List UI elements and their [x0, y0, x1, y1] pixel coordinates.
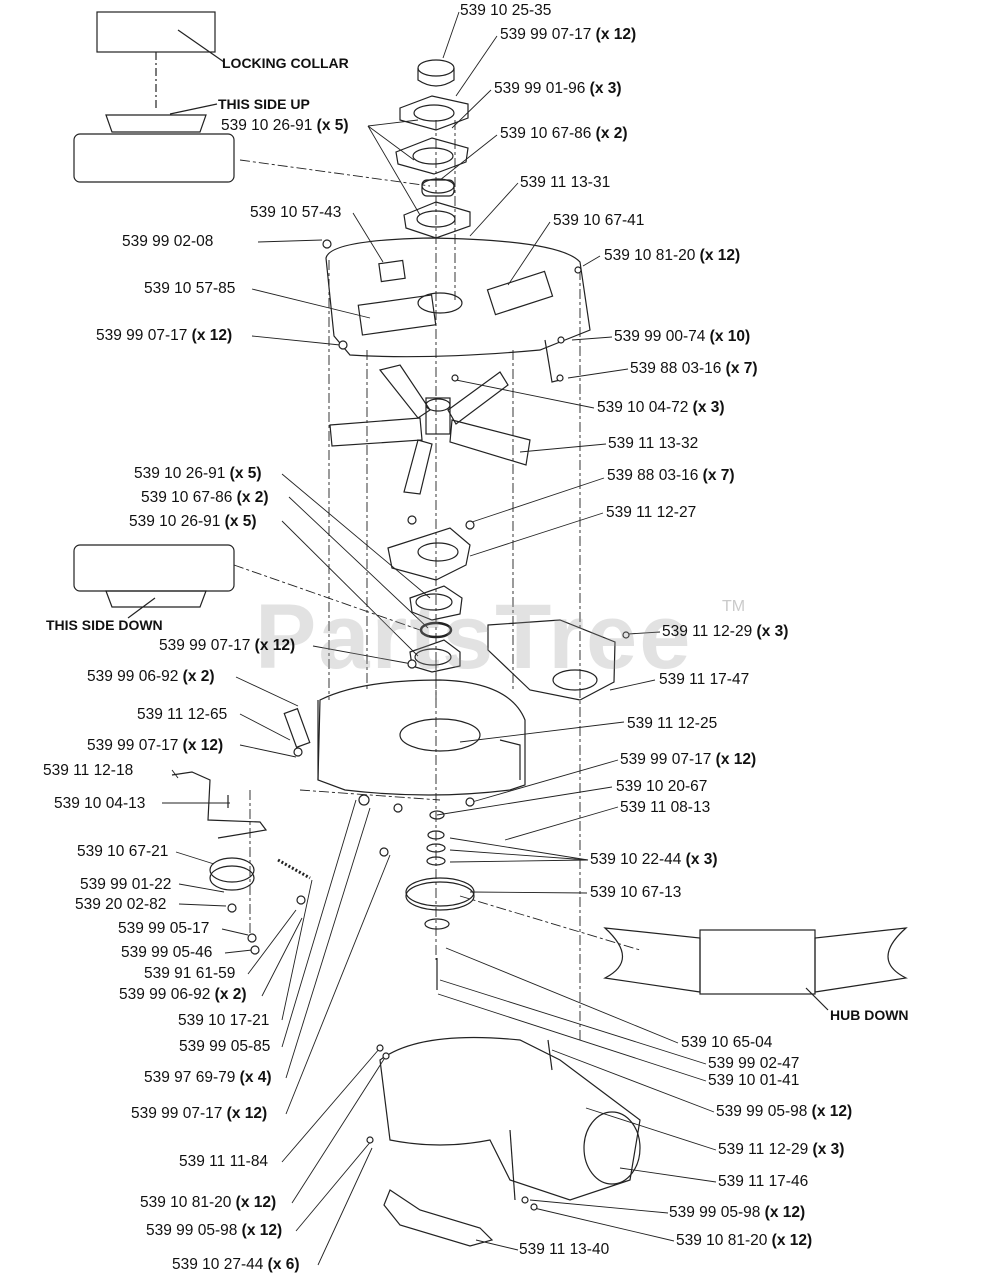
- callout-label[interactable]: 539 99 06-92 (x 2): [119, 986, 247, 1003]
- callout-label[interactable]: 539 20 02-82: [75, 896, 167, 913]
- callout-label[interactable]: 539 99 00-74 (x 10): [614, 328, 751, 345]
- alignment-lines: [233, 120, 641, 1040]
- callout-label[interactable]: 539 10 67-41: [553, 212, 645, 229]
- callout-label[interactable]: 539 11 12-27: [606, 504, 697, 521]
- callout-label[interactable]: 539 10 57-85: [144, 280, 236, 297]
- callout-label[interactable]: 539 99 07-17 (x 12): [159, 637, 296, 654]
- callout-label[interactable]: 539 10 65-04: [681, 1034, 773, 1051]
- callout-label[interactable]: 539 99 07-17 (x 12): [96, 327, 233, 344]
- watermark: PartsTree: [255, 586, 693, 688]
- callout-label[interactable]: 539 11 12-29 (x 3): [662, 623, 789, 640]
- discharge-chute-lower: [379, 1036, 641, 1247]
- callout-label[interactable]: 539 10 01-41: [708, 1072, 800, 1089]
- callout-label[interactable]: 539 99 01-96 (x 3): [494, 80, 622, 97]
- callout-label[interactable]: 539 10 67-86 (x 2): [500, 125, 628, 142]
- pulley-section-illustration: [603, 927, 908, 1011]
- callout-label[interactable]: 539 99 01-22: [80, 876, 172, 893]
- callout-label[interactable]: 539 11 17-46: [718, 1173, 809, 1190]
- note-this-side-up: THIS SIDE UP: [218, 96, 310, 112]
- callout-label[interactable]: 539 11 13-32: [608, 435, 699, 452]
- callout-label[interactable]: 539 11 13-31: [520, 174, 611, 191]
- callout-label[interactable]: 539 10 81-20 (x 12): [676, 1232, 813, 1249]
- callout-label[interactable]: 539 10 67-21: [77, 843, 169, 860]
- watermark-trademark: TM: [722, 598, 746, 615]
- note-locking-collar: LOCKING COLLAR: [222, 55, 349, 71]
- drive-pulley-stack: [405, 810, 475, 990]
- callout-label[interactable]: 539 10 26-91 (x 5): [221, 117, 349, 134]
- callout-label[interactable]: 539 99 07-17 (x 12): [500, 26, 637, 43]
- bearing-side-down-illustration: [73, 544, 235, 619]
- callout-label[interactable]: 539 11 12-18: [43, 762, 134, 779]
- callout-label[interactable]: 539 10 26-91 (x 5): [129, 513, 257, 530]
- callout-label[interactable]: 539 10 81-20 (x 12): [604, 247, 741, 264]
- callout-label[interactable]: 539 10 04-72 (x 3): [597, 399, 725, 416]
- callout-label[interactable]: 539 11 12-29 (x 3): [718, 1141, 845, 1158]
- callout-label[interactable]: 539 99 05-98 (x 12): [669, 1204, 806, 1221]
- callout-label[interactable]: 539 99 07-17 (x 12): [131, 1105, 268, 1122]
- locking-collar-illustration: [73, 11, 235, 183]
- callout-label[interactable]: 539 10 20-67: [616, 778, 708, 795]
- blower-lower-housing: [317, 679, 526, 796]
- callout-label[interactable]: 539 88 03-16 (x 7): [630, 360, 758, 377]
- callout-label[interactable]: 539 10 27-44 (x 6): [172, 1256, 300, 1273]
- callout-label[interactable]: 539 99 05-85: [179, 1038, 271, 1055]
- callout-label[interactable]: 539 10 22-44 (x 3): [590, 851, 718, 868]
- callout-label[interactable]: 539 10 67-13: [590, 884, 682, 901]
- callout-label[interactable]: 539 10 57-43: [250, 204, 342, 221]
- callout-label[interactable]: 539 88 03-16 (x 7): [607, 467, 735, 484]
- fan-impeller: [329, 364, 531, 495]
- callout-label[interactable]: 539 10 04-13: [54, 795, 146, 812]
- callout-label[interactable]: 539 99 02-47: [708, 1055, 800, 1072]
- callout-label[interactable]: 539 97 69-79 (x 4): [144, 1069, 272, 1086]
- callout-label[interactable]: 539 10 81-20 (x 12): [140, 1194, 277, 1211]
- idler-arm-assembly: [171, 707, 311, 891]
- leader-lines: [162, 11, 717, 1266]
- note-hub-down: HUB DOWN: [830, 1007, 909, 1023]
- callout-label[interactable]: 539 91 61-59: [144, 965, 236, 982]
- callout-label[interactable]: 539 11 17-47: [659, 671, 750, 688]
- callout-label[interactable]: 539 99 06-92 (x 2): [87, 668, 215, 685]
- callout-label[interactable]: 539 99 07-17 (x 12): [620, 751, 757, 768]
- callout-label[interactable]: 539 99 07-17 (x 12): [87, 737, 224, 754]
- discharge-chute-upper: [487, 619, 616, 701]
- callout-label[interactable]: 539 10 17-21: [178, 1012, 270, 1029]
- blower-top-plate: [325, 237, 591, 383]
- callout-label[interactable]: 539 11 12-25: [627, 715, 718, 732]
- note-this-side-down: THIS SIDE DOWN: [46, 617, 163, 633]
- callout-label[interactable]: 539 11 08-13: [620, 799, 711, 816]
- callout-label[interactable]: 539 99 05-98 (x 12): [716, 1103, 853, 1120]
- top-bearing-stack: [395, 59, 471, 239]
- callout-label[interactable]: 539 10 26-91 (x 5): [134, 465, 262, 482]
- callout-label[interactable]: 539 99 02-08: [122, 233, 214, 250]
- callout-label[interactable]: 539 11 12-65: [137, 706, 228, 723]
- callout-label[interactable]: 539 10 67-86 (x 2): [141, 489, 269, 506]
- hardware-fasteners: [227, 239, 630, 1211]
- callout-label[interactable]: 539 99 05-46: [121, 944, 213, 961]
- callout-label[interactable]: 539 11 11-84: [179, 1153, 269, 1170]
- callout-label[interactable]: 539 99 05-17: [118, 920, 210, 937]
- callout-label[interactable]: 539 99 05-98 (x 12): [146, 1222, 283, 1239]
- callout-label[interactable]: 539 10 25-35: [460, 2, 552, 19]
- callout-label[interactable]: 539 11 13-40: [519, 1241, 610, 1258]
